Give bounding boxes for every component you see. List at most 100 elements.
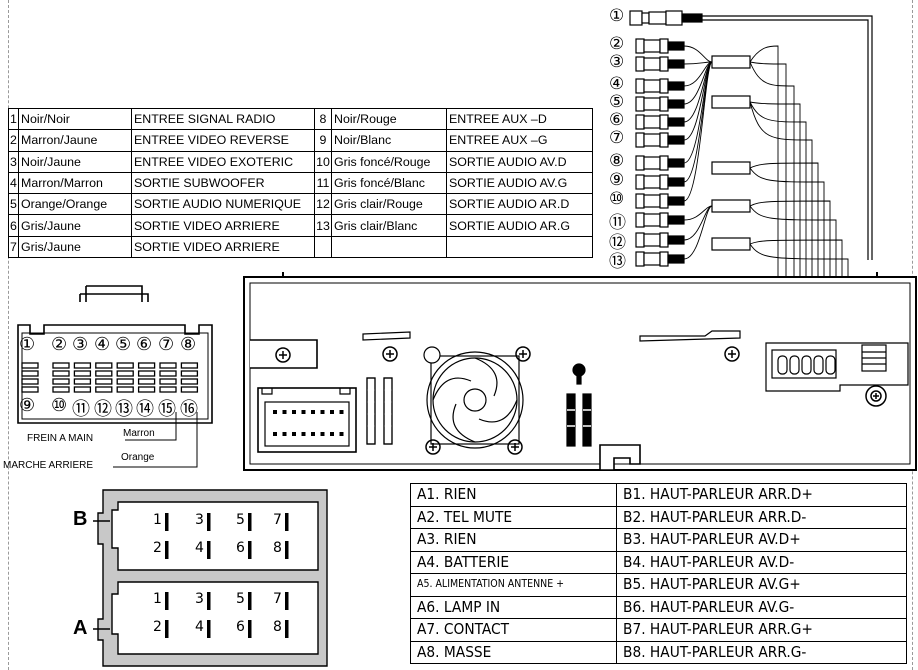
rca-number-label: ④ — [609, 74, 625, 94]
pin-b-cell: B4. HAUT-PARLEUR AV.D- — [616, 550, 907, 574]
pin-number-label: ⑫ — [94, 399, 112, 420]
rca-number-label: ⑤ — [609, 92, 625, 112]
rca-plug-4 — [635, 78, 685, 94]
pin-a-cell: A6. LAMP IN — [410, 595, 617, 619]
pin-a-cell: A2. TEL MUTE — [410, 505, 617, 529]
cable-junction — [711, 55, 751, 69]
iso-connector — [93, 489, 328, 667]
wire-color: Noir/Noir — [18, 107, 132, 131]
harness-slot — [159, 362, 177, 393]
rca-number-label: ⑧ — [609, 151, 625, 171]
pin-number-label: ⑥ — [136, 334, 153, 355]
iso-pin-number: 6 — [236, 540, 245, 556]
page-guide-left — [8, 0, 9, 670]
pin-function: SORTIE VIDEO ARRIERE — [131, 214, 315, 237]
harness-slot — [21, 362, 39, 393]
rca-number-label: ① — [609, 6, 625, 26]
rca-plug-6 — [635, 114, 685, 130]
rca-number-label: ⑥ — [609, 110, 625, 130]
pin-number-label: ④ — [94, 334, 111, 355]
pin-b-cell: B5. HAUT-PARLEUR AV.G+ — [616, 573, 907, 597]
pin-function-table: 1 Noir/Noir ENTREE SIGNAL RADIO 8 Noir/R… — [8, 107, 593, 259]
rca-number-label: ⑪ — [609, 213, 626, 233]
rca-plug-9 — [635, 174, 685, 190]
pin-number-label: ⑩ — [51, 395, 68, 416]
pin-a-cell: A3. RIEN — [410, 528, 617, 552]
iso-label-b: B — [73, 508, 88, 530]
rca-number-label: ③ — [609, 52, 625, 72]
rca-plug-13 — [635, 251, 685, 267]
rca-number-label: ⑦ — [609, 128, 625, 148]
harness-slot — [73, 362, 92, 393]
iso-pin-number: 8 — [273, 619, 282, 635]
wire-color: Gris/Jaune — [18, 214, 132, 237]
frein-wire-color: Marron — [123, 428, 155, 439]
pin-a-cell: A1. RIEN — [410, 483, 617, 507]
iso-label-a: A — [73, 617, 88, 639]
pin-number-label: ⑮ — [158, 399, 176, 420]
pin-b-cell: B8. HAUT-PARLEUR ARR.G- — [616, 640, 907, 664]
iso-pin-number: 6 — [236, 619, 245, 635]
pin-number-label: ① — [19, 334, 36, 355]
pin-number: 13 — [314, 214, 332, 237]
fan-grille — [426, 351, 524, 449]
iso-pin-number: 5 — [236, 591, 245, 607]
rca-plug-1 — [629, 10, 873, 260]
rca-plug-3 — [635, 56, 685, 72]
rca-plug-12 — [635, 232, 685, 248]
pin-b-cell: B3. HAUT-PARLEUR AV.D+ — [616, 528, 907, 552]
rca-number-label: ⑬ — [609, 252, 626, 272]
frein-label: FREIN A MAIN — [27, 433, 94, 444]
pin-a-cell: A4. BATTERIE — [410, 550, 617, 574]
pin-number-label: ⑭ — [136, 399, 154, 420]
pin-number-label: ③ — [72, 334, 89, 355]
pin-number-label: ⑦ — [158, 334, 175, 355]
pin-b-cell: B7. HAUT-PARLEUR ARR.G+ — [616, 618, 907, 642]
pin-number-label: ② — [51, 334, 68, 355]
pin-function — [446, 235, 593, 259]
harness-slot — [95, 362, 113, 393]
pin-b-cell: B6. HAUT-PARLEUR AV.G- — [616, 595, 907, 619]
rca-plug-5 — [635, 96, 685, 112]
iso-pin-number: 2 — [153, 540, 162, 556]
pin-a-cell: A7. CONTACT — [410, 618, 617, 642]
table-row: 5 Orange/Orange SORTIE AUDIO NUMERIQUE 1… — [8, 193, 593, 216]
table-row: 1 Noir/Noir ENTREE SIGNAL RADIO 8 Noir/R… — [8, 107, 593, 131]
iso-pin-number: 4 — [195, 619, 204, 635]
pin-function: SORTIE AUDIO NUMERIQUE — [131, 193, 315, 216]
rca-plug-2 — [635, 38, 685, 54]
iso-pin-number: 3 — [195, 512, 204, 528]
pin-number-label: ⑨ — [19, 395, 36, 416]
iso-pin-number: 7 — [273, 591, 282, 607]
pin-number: 11 — [314, 171, 332, 195]
pin-b-cell: B1. HAUT-PARLEUR ARR.D+ — [616, 483, 907, 507]
pin-number-label: ⑯ — [180, 399, 198, 420]
rca-plug-11 — [635, 212, 685, 228]
cable-junction — [711, 199, 751, 213]
head-unit — [243, 272, 917, 471]
pin-number-label: ⑧ — [180, 334, 197, 355]
pin-number: 12 — [314, 193, 332, 216]
pin-a-cell: A8. MASSE — [410, 640, 617, 664]
pin-number-label: ⑪ — [72, 399, 90, 420]
table-row: 4 Marron/Marron SORTIE SUBWOOFER 11 Gris… — [8, 171, 593, 195]
wire-color: Gris foncé/Rouge — [331, 150, 447, 173]
wire-color: Marron/Jaune — [18, 129, 132, 152]
harness-slot — [52, 362, 70, 393]
rca-number-label: ② — [609, 34, 625, 54]
pin-function: SORTIE SUBWOOFER — [131, 171, 315, 195]
pin-function: SORTIE AUDIO AR.D — [446, 193, 593, 216]
wire-color: Noir/Jaune — [18, 150, 132, 173]
wire-color: Gris clair/Blanc — [331, 214, 447, 237]
pin-function: ENTREE AUX –D — [446, 107, 593, 131]
harness-slot — [180, 362, 199, 393]
unit-16pin-socket — [257, 387, 357, 453]
